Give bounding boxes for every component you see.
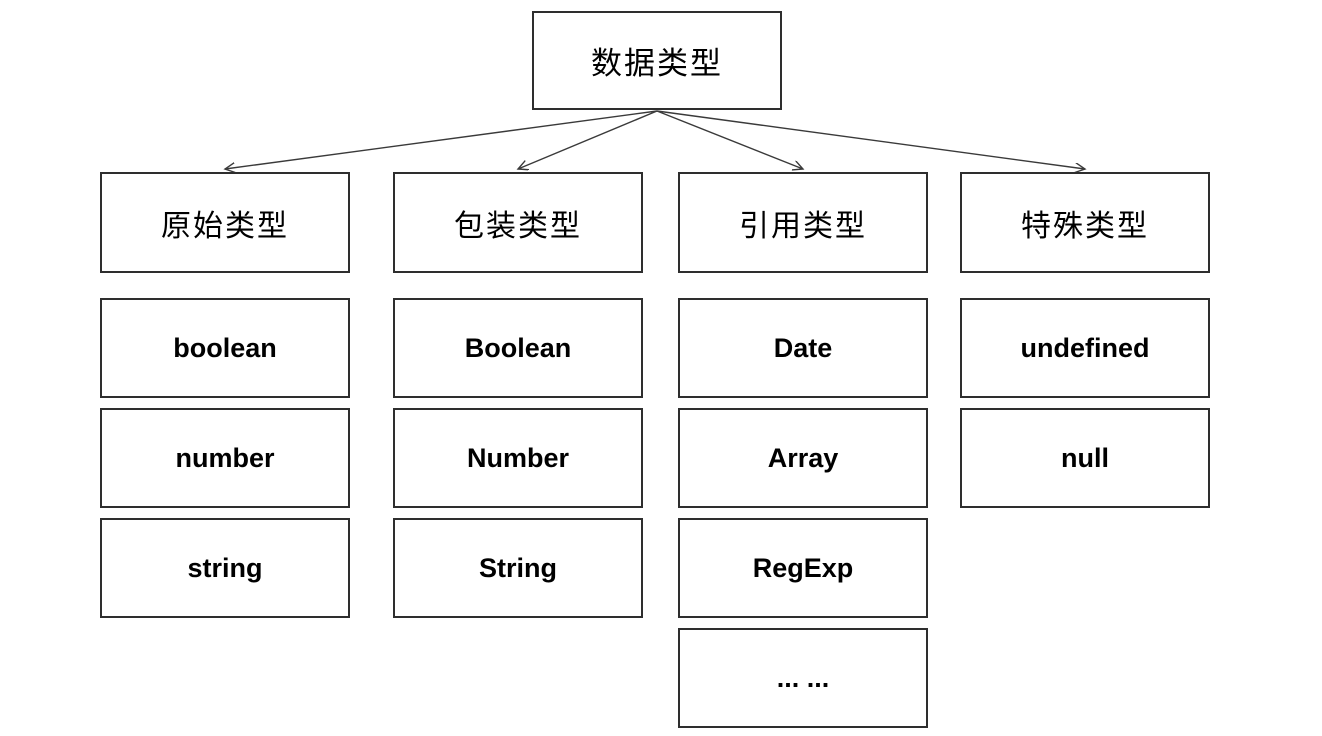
leaf-node: Number	[393, 408, 643, 508]
leaf-node: ... ...	[678, 628, 928, 728]
leaf-node: String	[393, 518, 643, 618]
root-node-data-types: 数据类型	[532, 11, 782, 110]
category-node-2: 引用类型	[678, 172, 928, 273]
arrow-root-to-category-3	[656, 110, 1085, 169]
leaf-node: boolean	[100, 298, 350, 398]
root-to-category-arrows	[225, 110, 1085, 169]
leaf-node: Boolean	[393, 298, 643, 398]
leaf-node: null	[960, 408, 1210, 508]
arrow-root-to-category-1	[518, 110, 658, 169]
root-node-label: 数据类型	[591, 46, 723, 81]
category-node-1: 包装类型	[393, 172, 643, 273]
arrow-root-to-category-2	[656, 110, 803, 169]
leaf-node: Date	[678, 298, 928, 398]
leaf-node: string	[100, 518, 350, 618]
leaf-node: Array	[678, 408, 928, 508]
leaf-node: number	[100, 408, 350, 508]
leaf-node: RegExp	[678, 518, 928, 618]
arrow-root-to-category-0	[225, 110, 658, 169]
category-node-0: 原始类型	[100, 172, 350, 273]
category-node-3: 特殊类型	[960, 172, 1210, 273]
leaf-node: undefined	[960, 298, 1210, 398]
